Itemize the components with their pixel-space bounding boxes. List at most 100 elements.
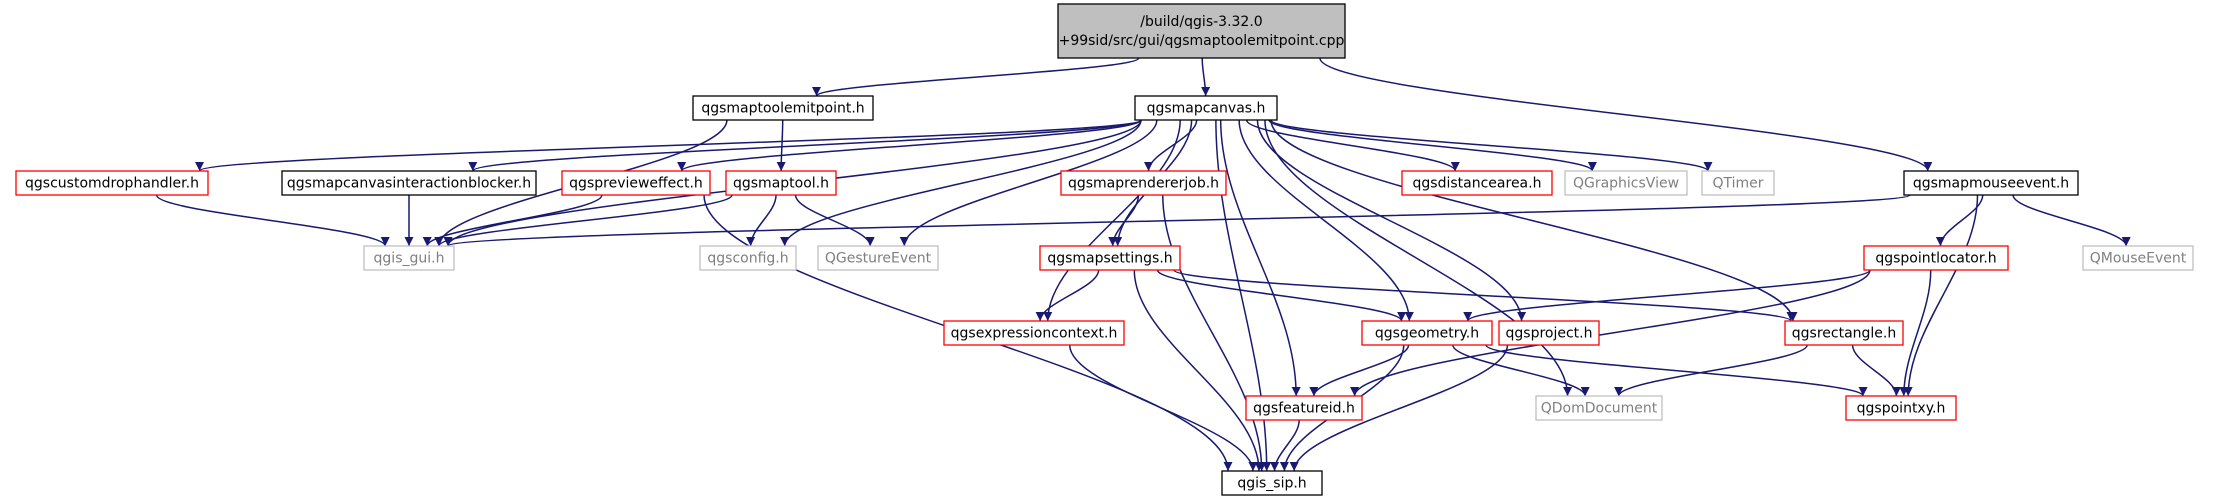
node-mapRendererJob[interactable]: qgsmaprendererjob.h [1060, 170, 1227, 196]
node-label: QGestureEvent [825, 251, 932, 267]
node-previeweffect[interactable]: qgsprevieweffect.h [561, 170, 711, 196]
edge-geometry-to-pointxy [1485, 344, 1868, 397]
node-expressioncontext[interactable]: qgsexpressioncontext.h [943, 320, 1125, 346]
node-box [1401, 170, 1553, 196]
node-maptool[interactable]: qgsmaptool.h [725, 170, 837, 196]
edge-mapsettings-to-geometry [1156, 269, 1407, 322]
edge-mapcanvas-to-qgestureevent [899, 119, 1158, 247]
node-rectangle[interactable]: qgsrectangle.h [1784, 320, 1904, 346]
node-qgissip[interactable]: qgis_sip.h [1221, 470, 1323, 496]
node-label: +99sid/src/gui/qgsmaptoolemitpoint.cpp [1059, 33, 1345, 49]
node-qgraphicsview: QGraphicsView [1564, 170, 1688, 196]
node-customdrop[interactable]: qgscustomdrophandler.h [15, 170, 209, 196]
node-label: qgsproject.h [1506, 326, 1593, 342]
edge-mapcanvas-to-customdrop [195, 119, 1142, 172]
node-mapcanvas[interactable]: qgsmapcanvas.h [1134, 95, 1278, 121]
node-box [943, 320, 1125, 346]
node-label: qgsmapcanvasinteractionblocker.h [287, 176, 531, 192]
node-label: qgsmapcanvas.h [1147, 101, 1266, 117]
edge-rectangle-to-qdomdocument [1614, 344, 1808, 397]
node-label: qgsprevieweffect.h [569, 176, 703, 192]
edge-featureid-to-qgissip [1270, 419, 1300, 472]
node-label: qgsmaprendererjob.h [1068, 176, 1219, 192]
node-box [1134, 95, 1278, 121]
node-box [699, 245, 797, 271]
node-box [817, 245, 939, 271]
node-box [1361, 320, 1493, 346]
node-label: QMouseEvent [2090, 251, 2187, 267]
node-geometry[interactable]: qgsgeometry.h [1361, 320, 1493, 346]
node-box [725, 170, 837, 196]
node-label: qgsmapsettings.h [1047, 251, 1172, 267]
node-box [1863, 245, 2009, 271]
node-label: QGraphicsView [1573, 176, 1679, 192]
node-box [1701, 170, 1775, 196]
node-interactionblocker[interactable]: qgsmapcanvasinteractionblocker.h [281, 170, 537, 196]
edge-maptool-to-qgsconfig [746, 194, 777, 247]
node-box [281, 170, 537, 196]
node-mapsettings[interactable]: qgsmapsettings.h [1039, 245, 1181, 271]
node-label: qgsexpressioncontext.h [951, 326, 1118, 342]
node-label: qgsmaptoolemitpoint.h [701, 101, 864, 117]
edge-mapcanvas-to-qgsconfig [780, 119, 1142, 247]
edge-mapmouseevent-to-qmouseevent [2012, 194, 2131, 247]
edge-root-to-emitpoint [812, 57, 1140, 97]
edge-expressioncontext-to-qgissip [1068, 344, 1258, 472]
edge-mapcanvas-to-mapRendererJob [1144, 119, 1198, 172]
node-emitpoint[interactable]: qgsmaptoolemitpoint.h [692, 95, 874, 121]
edge-mapsettings-to-qgissip [1133, 269, 1264, 472]
node-box [1498, 320, 1600, 346]
edge-root-to-mapmouseevent [1319, 57, 1933, 172]
node-label: qgsgeometry.h [1375, 326, 1479, 342]
node-qtimer: QTimer [1701, 170, 1775, 196]
node-project[interactable]: qgsproject.h [1498, 320, 1600, 346]
edge-maptool-to-qgisgui [434, 194, 733, 247]
edge-pointlocator-to-pointxy [1899, 269, 1932, 397]
node-box [1564, 170, 1688, 196]
edge-mapRendererJob-to-mapsettings [1108, 194, 1140, 247]
edge-mapmouseevent-to-pointlocator [1935, 194, 1984, 247]
node-qdomdocument: QDomDocument [1535, 395, 1663, 421]
node-label: qgsmapmouseevent.h [1913, 176, 2069, 192]
edge-project-to-qgissip [1289, 344, 1509, 472]
node-box [15, 170, 209, 196]
edge-mapcanvas-to-geometry [1238, 119, 1414, 322]
edge-root-to-mapcanvas [1201, 57, 1211, 97]
edge-pointlocator-to-featureid [1350, 269, 1871, 397]
edge-mapcanvas-to-qgraphicsview [1268, 119, 1597, 172]
edge-mapmouseevent-to-pointxy [1903, 194, 1979, 397]
edge-mapcanvas-to-rectangle [1270, 119, 1798, 322]
node-qgsconfig: qgsconfig.h [699, 245, 797, 271]
node-box [1784, 320, 1904, 346]
edge-mapsettings-to-rectangle [1173, 269, 1796, 322]
node-pointxy[interactable]: qgspointxy.h [1845, 395, 1957, 421]
edge-mapcanvas-to-previeweffect [677, 119, 1142, 172]
node-box [1039, 245, 1181, 271]
node-box [1060, 170, 1227, 196]
node-box [363, 245, 455, 271]
edge-mapcanvas-to-expressioncontext [1043, 119, 1181, 322]
node-box [1903, 170, 2079, 196]
node-pointlocator[interactable]: qgspointlocator.h [1863, 245, 2009, 271]
edge-mapcanvas-to-qtimer [1270, 119, 1713, 172]
node-label: qgscustomdrophandler.h [25, 176, 199, 192]
edge-rectangle-to-pointxy [1851, 344, 1901, 397]
node-qmouseevent: QMouseEvent [2082, 245, 2194, 271]
node-qgisgui: qgis_gui.h [363, 245, 455, 271]
node-box [1845, 395, 1957, 421]
node-box [1245, 395, 1363, 421]
node-label: QTimer [1712, 176, 1763, 192]
node-label: qgspointxy.h [1857, 401, 1946, 417]
node-layer: /build/qgis-3.32.0+99sid/src/gui/qgsmapt… [15, 3, 2194, 496]
node-mapmouseevent[interactable]: qgsmapmouseevent.h [1903, 170, 2079, 196]
node-qgestureevent: QGestureEvent [817, 245, 939, 271]
node-label: qgsdistancearea.h [1413, 176, 1542, 192]
node-distancearea[interactable]: qgsdistancearea.h [1401, 170, 1553, 196]
node-root[interactable]: /build/qgis-3.32.0+99sid/src/gui/qgsmapt… [1057, 3, 1346, 59]
node-label: qgspointlocator.h [1875, 251, 1996, 267]
node-featureid[interactable]: qgsfeatureid.h [1245, 395, 1363, 421]
edge-mapcanvas-to-featureid [1219, 119, 1301, 397]
edge-mapcanvas-to-qdomdocument [1264, 119, 1573, 397]
node-box [2082, 245, 2194, 271]
